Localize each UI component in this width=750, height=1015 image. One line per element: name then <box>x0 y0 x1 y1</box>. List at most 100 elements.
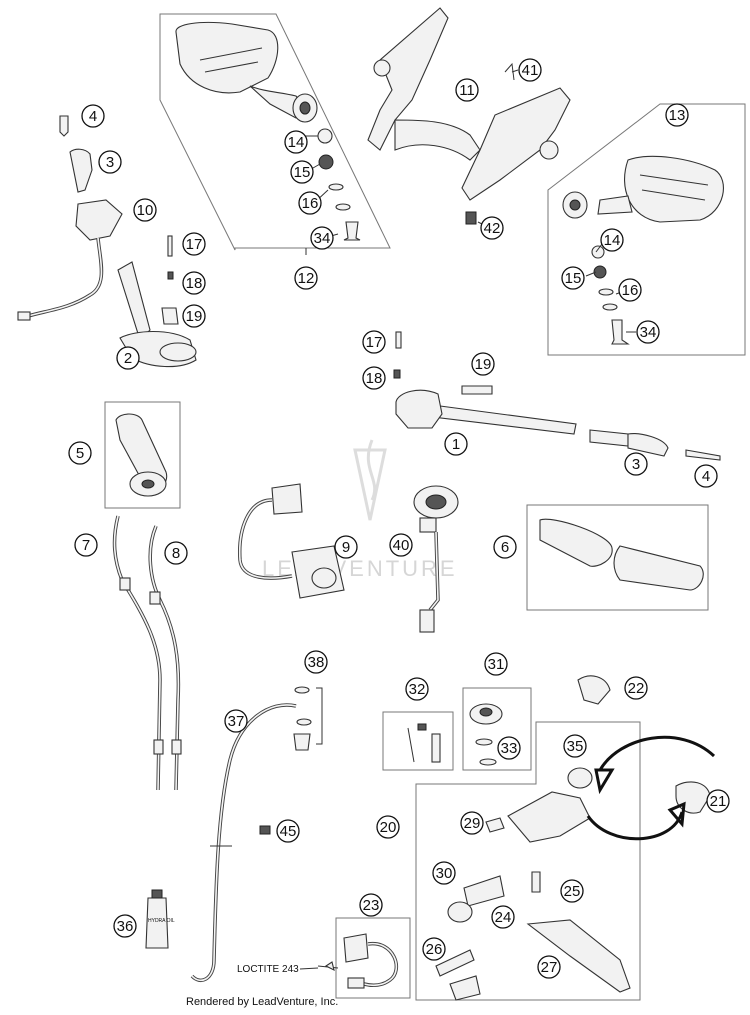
callout-label: 3 <box>632 456 640 473</box>
callout-label: 45 <box>280 823 297 840</box>
callout-c45: 45 <box>276 819 300 843</box>
callout-label: 24 <box>495 909 512 926</box>
repair-kits <box>382 687 532 771</box>
callout-label: 36 <box>117 918 134 935</box>
callout-label: 34 <box>314 230 331 247</box>
callout-c30: 30 <box>432 861 456 885</box>
callout-label: 25 <box>564 883 581 900</box>
callout-label: 23 <box>363 897 380 914</box>
callout-label: 30 <box>436 865 453 882</box>
callout-c4b: 4 <box>694 464 718 488</box>
callout-c2: 2 <box>116 346 140 370</box>
callout-c24: 24 <box>491 905 515 929</box>
brake-line: HYDRA OIL <box>145 686 323 982</box>
callout-label: 9 <box>342 539 350 556</box>
callout-label: 34 <box>640 324 657 341</box>
mirror-assembly-right <box>547 103 746 356</box>
callout-label: 2 <box>124 350 132 367</box>
callout-c18b: 18 <box>362 366 386 390</box>
callout-c21: 21 <box>706 789 730 813</box>
callout-label: 7 <box>82 537 90 554</box>
callout-c38: 38 <box>304 650 328 674</box>
master-cylinder <box>415 721 641 1001</box>
callout-label: 15 <box>294 164 311 181</box>
callout-c31: 31 <box>484 652 508 676</box>
callout-label: 4 <box>702 468 710 485</box>
callout-c3b: 3 <box>624 452 648 476</box>
callout-label: 32 <box>409 681 426 698</box>
callout-c41: 41 <box>518 58 542 82</box>
callout-c14a: 14 <box>284 130 308 154</box>
callout-c34a: 34 <box>310 226 334 250</box>
callout-c33: 33 <box>497 736 521 760</box>
callout-c29: 29 <box>460 811 484 835</box>
callout-c8: 8 <box>164 541 188 565</box>
callout-c25: 25 <box>560 879 584 903</box>
callout-label: 1 <box>452 436 460 453</box>
callout-c42: 42 <box>480 216 504 240</box>
callout-label: 4 <box>89 108 97 125</box>
callout-c6: 6 <box>493 535 517 559</box>
callout-label: 38 <box>308 654 325 671</box>
callout-label: 13 <box>669 107 686 124</box>
callout-label: 17 <box>186 236 203 253</box>
callout-c5: 5 <box>68 441 92 465</box>
callout-c37: 37 <box>224 709 248 733</box>
callout-c27: 27 <box>537 955 561 979</box>
callout-label: 14 <box>288 134 305 151</box>
callout-label: 10 <box>137 202 154 219</box>
left-switch <box>238 483 345 599</box>
callout-c3a: 3 <box>98 150 122 174</box>
left-controls <box>17 115 197 368</box>
callout-c22: 22 <box>624 676 648 700</box>
callout-label: 27 <box>541 959 558 976</box>
grip-set <box>104 401 181 509</box>
callout-c18a: 18 <box>182 271 206 295</box>
callout-label: 22 <box>628 680 645 697</box>
callout-label: 31 <box>488 656 505 673</box>
callout-label: 19 <box>475 356 492 373</box>
callout-label: 18 <box>186 275 203 292</box>
clamp-parts <box>577 675 716 841</box>
loctite-label: LOCTITE 243 <box>237 964 299 975</box>
callout-label: 8 <box>172 545 180 562</box>
callout-c13: 13 <box>665 103 689 127</box>
callout-label: 18 <box>366 370 383 387</box>
callout-label: 26 <box>426 941 443 958</box>
callout-c23: 23 <box>359 893 383 917</box>
footer-credit: Rendered by LeadVenture, Inc. <box>186 996 339 1008</box>
callout-c7: 7 <box>74 533 98 557</box>
callout-label: 16 <box>302 195 319 212</box>
callout-c15b: 15 <box>561 266 585 290</box>
callout-label: 12 <box>298 270 315 287</box>
callout-c34b: 34 <box>636 320 660 344</box>
callout-c36: 36 <box>113 914 137 938</box>
callout-label: 20 <box>380 819 397 836</box>
mirror-assembly-left <box>159 13 391 251</box>
callout-c35: 35 <box>563 734 587 758</box>
callout-label: 29 <box>464 815 481 832</box>
callout-c15a: 15 <box>290 160 314 184</box>
callout-label: 42 <box>484 220 501 237</box>
brake-light-switch <box>317 917 411 999</box>
callout-c16b: 16 <box>618 278 642 302</box>
callout-label: 5 <box>76 445 84 462</box>
callout-label: 6 <box>501 539 509 556</box>
callout-c16a: 16 <box>298 191 322 215</box>
callout-label: 41 <box>522 62 539 79</box>
bottle-label: HYDRA OIL <box>148 918 175 924</box>
callout-label: 19 <box>186 308 203 325</box>
callout-label: 15 <box>565 270 582 287</box>
callout-label: 17 <box>366 334 383 351</box>
callout-label: 40 <box>393 537 410 554</box>
throttle-cables <box>112 515 182 791</box>
callout-c17a: 17 <box>182 232 206 256</box>
callout-label: 16 <box>622 282 639 299</box>
callout-c4a: 4 <box>81 104 105 128</box>
callout-c9: 9 <box>334 535 358 559</box>
callout-c12: 12 <box>294 266 318 290</box>
callout-c32: 32 <box>405 677 429 701</box>
callout-label: 3 <box>106 154 114 171</box>
callout-c1: 1 <box>444 432 468 456</box>
